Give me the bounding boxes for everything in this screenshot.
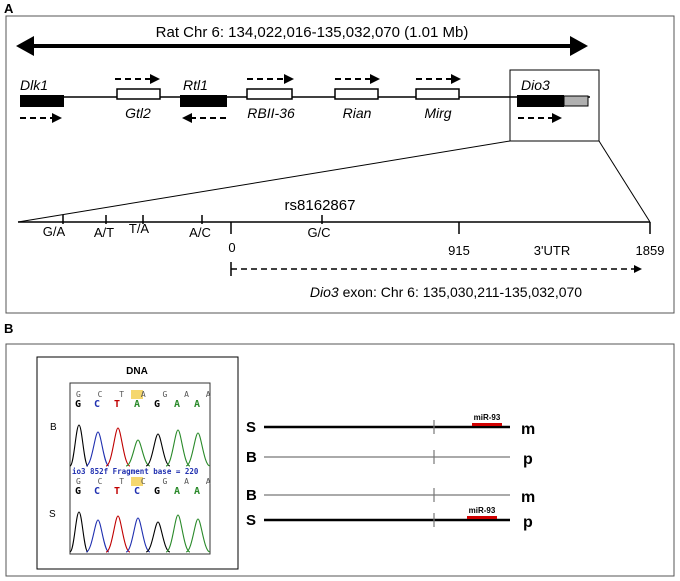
gene-label: Dio3 bbox=[521, 77, 550, 93]
gene-label: Rian bbox=[343, 105, 372, 121]
svg-text:T: T bbox=[114, 399, 120, 410]
panel-b-label: B bbox=[4, 321, 13, 336]
allele-origin: m bbox=[521, 489, 535, 506]
gene-rtl1: Rtl1 bbox=[180, 77, 227, 123]
svg-text:A: A bbox=[174, 399, 180, 410]
gene-label: Mirg bbox=[424, 105, 451, 121]
region-arrow-right bbox=[570, 36, 588, 56]
trace-top bbox=[69, 424, 211, 467]
variant-ticks bbox=[62, 215, 651, 234]
gene-label: Dlk1 bbox=[20, 77, 48, 93]
svg-text:A: A bbox=[174, 486, 180, 497]
base-calls-top: G C T A G A A bbox=[75, 399, 200, 410]
gene-label: Gtl2 bbox=[125, 105, 151, 121]
gene-gtl2: Gtl2 bbox=[115, 74, 161, 121]
chromatogram-figure: DNA B S G C T A G A A G C T A G A A io3 … bbox=[36, 356, 239, 570]
svg-text:C: C bbox=[94, 399, 100, 410]
region-title: Rat Chr 6: 134,022,016-135,032,070 (1.01… bbox=[156, 24, 469, 41]
position-end: 1859 bbox=[636, 243, 665, 258]
svg-text:A: A bbox=[194, 399, 200, 410]
panel-a-frame bbox=[5, 15, 675, 314]
zoom-box bbox=[509, 69, 600, 142]
allele-strain: S bbox=[246, 512, 256, 529]
allele-strain: B bbox=[246, 449, 257, 466]
fragment-label: io3 852f Fragment base = 220 bbox=[72, 467, 199, 476]
allele-strain: S bbox=[246, 419, 256, 436]
base-highlight bbox=[131, 390, 143, 399]
utr-label: 3'UTR bbox=[534, 243, 570, 258]
exon-coordinates-label: Dio3 exon: Chr 6: 135,030,211-135,032,07… bbox=[310, 284, 582, 300]
allele-origin: p bbox=[523, 514, 533, 531]
gene-rian: Rian bbox=[334, 74, 380, 121]
row-label-bottom: S bbox=[49, 509, 56, 520]
svg-text:G: G bbox=[154, 399, 160, 410]
svg-text:G: G bbox=[75, 399, 81, 410]
zoom-line-left bbox=[17, 140, 511, 223]
allele-origin: p bbox=[523, 451, 533, 468]
gene-dio3: Dio3 bbox=[509, 69, 600, 142]
position-mid: 915 bbox=[448, 243, 470, 258]
svg-text:G: G bbox=[154, 486, 160, 497]
panel-b-frame bbox=[5, 343, 675, 577]
snp-id-label: rs8162867 bbox=[285, 197, 356, 214]
region-arrow-left bbox=[16, 36, 34, 56]
mirna-label: miR-93 bbox=[474, 413, 501, 422]
base-highlight bbox=[131, 477, 143, 486]
variant-label: T/A bbox=[129, 221, 150, 236]
position-start: 0 bbox=[228, 240, 235, 255]
allele-origin: m bbox=[521, 421, 535, 438]
trace-frame bbox=[69, 382, 211, 555]
variant-label: A/C bbox=[189, 225, 211, 240]
svg-text:C: C bbox=[134, 486, 140, 497]
chromatogram-title: DNA bbox=[126, 366, 148, 377]
allele-strain: B bbox=[246, 487, 257, 504]
mirna-binding-site bbox=[472, 423, 502, 426]
svg-text:A: A bbox=[194, 486, 200, 497]
gene-mirg: Mirg bbox=[415, 74, 461, 121]
base-calls-top-small: G C T A G A A bbox=[76, 390, 217, 399]
svg-text:T: T bbox=[114, 486, 120, 497]
variant-label: A/T bbox=[94, 225, 114, 240]
base-calls-bottom: G C T C G A A bbox=[75, 486, 200, 497]
mirna-label: miR-93 bbox=[469, 506, 496, 515]
gene-label: RBII-36 bbox=[247, 105, 295, 121]
variant-label: G/A bbox=[43, 224, 66, 239]
svg-text:G: G bbox=[75, 486, 81, 497]
svg-text:C: C bbox=[94, 486, 100, 497]
panel-a-label: A bbox=[4, 1, 14, 16]
svg-text:A: A bbox=[134, 399, 140, 410]
row-label-top: B bbox=[50, 422, 57, 433]
mirna-binding-site bbox=[467, 516, 497, 519]
gene-dlk1: Dlk1 bbox=[20, 77, 64, 123]
zoom-line-right bbox=[598, 140, 651, 223]
trace-bottom bbox=[69, 511, 211, 553]
exon-variant-label: G/C bbox=[307, 225, 330, 240]
gene-rbii-36: RBII-36 bbox=[246, 74, 295, 121]
gene-label: Rtl1 bbox=[183, 77, 208, 93]
allele-schematic: S miR-93 m B p B m S miR-93 p bbox=[246, 413, 535, 531]
base-calls-bottom-small: G C T C G A A bbox=[76, 477, 217, 486]
